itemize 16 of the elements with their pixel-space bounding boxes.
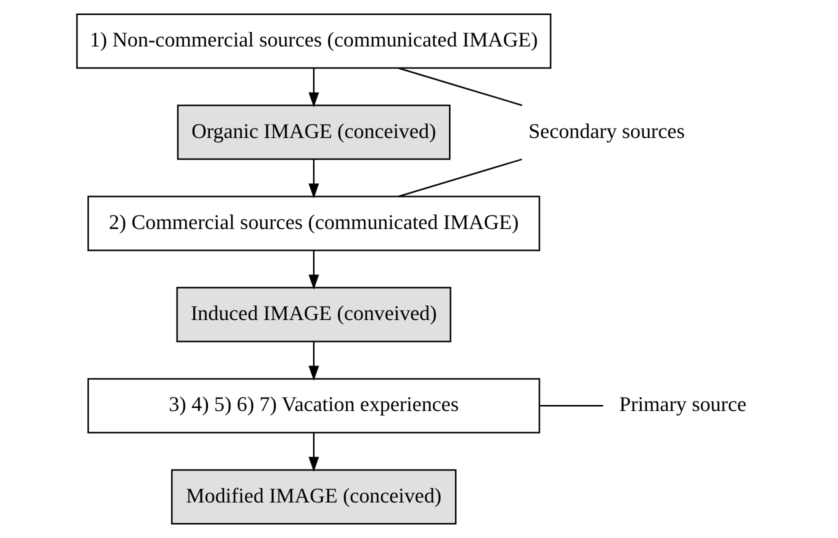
arrow bbox=[308, 432, 319, 472]
node-box: 2) Commercial sources (communicated IMAGE) bbox=[86, 196, 540, 252]
node-text: Primary source bbox=[618, 392, 746, 416]
node-text: Secondary sources bbox=[528, 118, 684, 143]
arrow bbox=[308, 159, 319, 198]
node-box: 1) Non-commercial sources (communicated IMAGE) bbox=[76, 14, 551, 69]
node-box: Organic IMAGE (conceived) bbox=[176, 104, 450, 160]
arrow bbox=[308, 250, 319, 290]
node-box: Induced IMAGE (conveived) bbox=[176, 286, 451, 342]
connector bbox=[398, 158, 522, 198]
arrow bbox=[308, 342, 319, 381]
connector bbox=[398, 67, 522, 106]
node-box: 3) 4) 5) 6) 7) Vacation experiences bbox=[86, 378, 540, 434]
node-box: Modified IMAGE (conceived) bbox=[170, 469, 456, 524]
arrow bbox=[308, 68, 319, 108]
connector bbox=[540, 404, 603, 406]
